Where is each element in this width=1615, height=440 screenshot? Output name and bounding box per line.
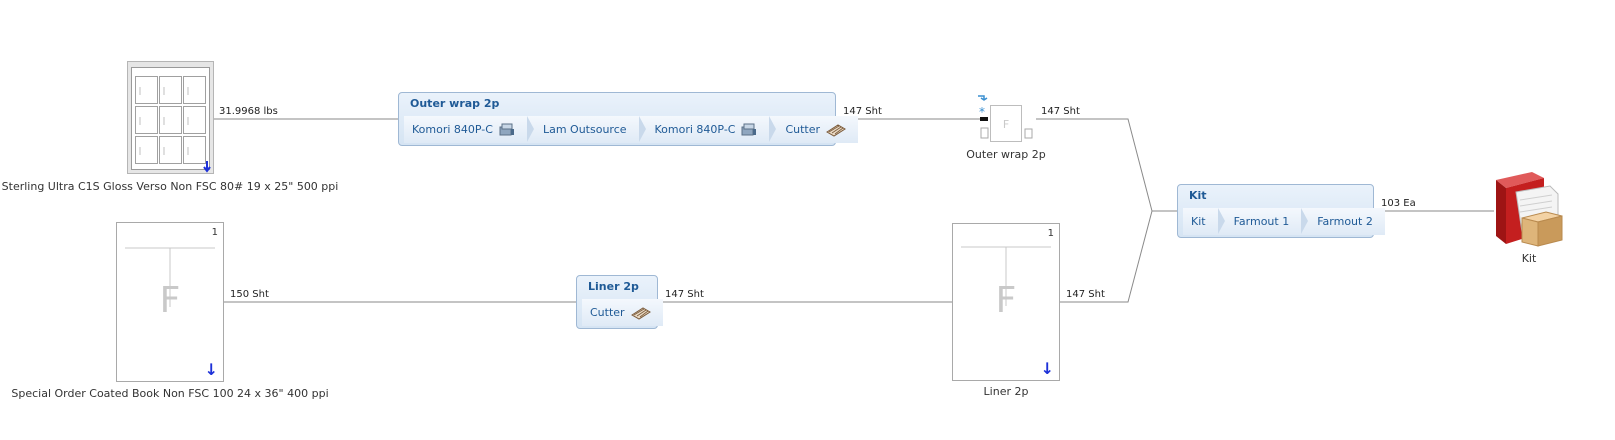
liner-process[interactable]: Liner 2p Cutter: [576, 275, 663, 329]
outer-wrap-output-caption: Outer wrap 2p: [966, 148, 1046, 161]
kit-output-caption: Kit: [1521, 252, 1537, 265]
press-icon: [741, 123, 757, 135]
step-komori-840p-c-1[interactable]: Komori 840P-C: [404, 116, 534, 143]
step-label: Kit: [1191, 215, 1206, 228]
kit-process-title: Kit: [1189, 189, 1207, 202]
step-label: Lam Outsource: [542, 123, 627, 136]
liner-process-title: Liner 2p: [588, 280, 639, 293]
qty-liner-output: 147 Sht: [665, 289, 704, 300]
outer-wrap-process[interactable]: Outer wrap 2p Komori 840P-C Lam Outsourc…: [398, 92, 859, 146]
press-icon: [499, 123, 514, 135]
step-farmout-2[interactable]: Farmout 2: [1301, 208, 1385, 235]
outer-wrap-output-letter: F: [1003, 118, 1009, 131]
outer-wrap-output-node[interactable]: * F: [976, 94, 1036, 146]
step-label: Komori 840P-C: [412, 123, 493, 136]
step-lam-outsource[interactable]: Lam Outsource: [526, 116, 646, 143]
down-arrow-icon: ↓: [204, 360, 218, 379]
step-label: Komori 840P-C: [654, 123, 736, 136]
flat-piece-icon: * F: [978, 95, 1033, 142]
liner-output-sheet-letter: F: [995, 280, 1017, 321]
paper1-node[interactable]: [127, 61, 214, 174]
step-komori-840p-c-2[interactable]: Komori 840P-C: [638, 116, 777, 143]
qty-outer-output-kit: 147 Sht: [1041, 106, 1080, 117]
liner-output-node[interactable]: 1 F ↓: [952, 223, 1060, 381]
qty-paper2-liner: 150 Sht: [230, 289, 269, 300]
svg-text:*: *: [979, 105, 985, 119]
imposition-sheet-icon: [127, 61, 214, 174]
step-label: Farmout 2: [1317, 215, 1373, 228]
step-label: Cutter: [785, 123, 821, 136]
step-cutter[interactable]: Cutter: [769, 116, 859, 143]
paper2-sheet-number: 1: [211, 227, 218, 238]
paper2-caption: Special Order Coated Book Non FSC 100 24…: [11, 387, 329, 400]
kit-output-node[interactable]: [1492, 170, 1566, 248]
kit-book-icon: [1496, 172, 1563, 247]
liner-output-caption: Liner 2p: [983, 385, 1029, 398]
wire-outer-output-kit: [1036, 118, 1177, 212]
qty-outer-output: 147 Sht: [843, 106, 882, 117]
wire-liner-output-kit: [1060, 210, 1153, 303]
qty-paper1-outer: 31.9968 lbs: [219, 106, 278, 117]
qty-liner-output-kit: 147 Sht: [1066, 289, 1105, 300]
liner-output-sheet-number: 1: [1047, 228, 1054, 239]
step-cutter[interactable]: Cutter: [582, 299, 663, 326]
outer-wrap-process-title: Outer wrap 2p: [410, 97, 500, 110]
step-label: Cutter: [590, 306, 625, 319]
kit-process[interactable]: Kit Kit Farmout 1 Farmout 2: [1177, 184, 1385, 238]
paper2-node[interactable]: 1 F ↓: [116, 222, 224, 382]
paper1-caption: Sterling Ultra C1S Gloss Verso Non FSC 8…: [1, 180, 339, 193]
sheet-fold-lines: [961, 246, 1051, 306]
cutter-icon: [826, 123, 847, 137]
cutter-icon: [630, 306, 651, 320]
step-kit[interactable]: Kit: [1183, 208, 1225, 235]
paper2-sheet-letter: F: [159, 280, 181, 321]
step-label: Farmout 1: [1233, 215, 1290, 228]
step-farmout-1[interactable]: Farmout 1: [1217, 208, 1308, 235]
down-arrow-icon: ↓: [1040, 359, 1054, 378]
sheet-fold-lines: [125, 247, 215, 307]
qty-kit-output: 103 Ea: [1381, 198, 1416, 209]
